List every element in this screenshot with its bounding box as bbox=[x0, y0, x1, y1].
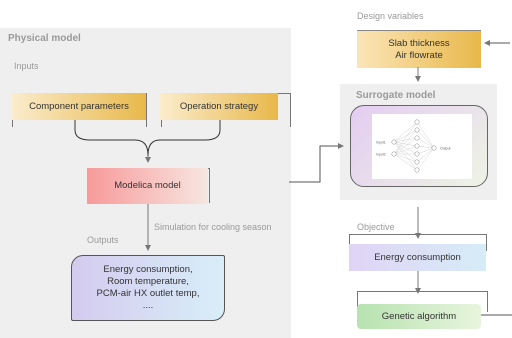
component-parameters-label: Component parameters bbox=[29, 100, 129, 112]
genetic-algorithm-bracket bbox=[357, 291, 488, 312]
modelica-model-label: Modelica model bbox=[114, 180, 181, 191]
energy-consumption-box: Energy consumption bbox=[349, 244, 486, 271]
genetic-algorithm-box: Genetic algorithm bbox=[357, 304, 481, 329]
physical-to-surrogate-arrow bbox=[289, 143, 344, 183]
inputs-label: Inputs bbox=[14, 61, 39, 71]
operation-strategy-label: Operation strategy bbox=[179, 100, 259, 112]
output-line-4: .... bbox=[142, 300, 154, 311]
nn-output-label: Output bbox=[440, 147, 451, 151]
modelica-model-box: Modelica model bbox=[87, 168, 208, 204]
outputs-box: Energy consumption, Room temperature, PC… bbox=[71, 255, 225, 321]
nn-hidden-node-1 bbox=[414, 119, 420, 125]
genetic-algorithm-label: Genetic algorithm bbox=[381, 310, 457, 322]
nn-output-node bbox=[431, 145, 437, 151]
strategy-to-modelica-wire bbox=[147, 120, 221, 156]
energy-consumption-label: Energy consumption bbox=[374, 251, 461, 263]
nn-input-node-2 bbox=[391, 151, 397, 157]
component-to-modelica-wire bbox=[74, 120, 149, 162]
nn-hidden-node-3 bbox=[414, 135, 420, 141]
nn-hidden-node-7 bbox=[414, 167, 420, 173]
objective-label: Objective bbox=[357, 222, 395, 232]
operation-strategy-box: Operation strategy bbox=[160, 93, 278, 120]
nn-input-label-2: Input2 bbox=[376, 153, 386, 157]
nn-input-label-1: Input1 bbox=[376, 141, 386, 145]
simulation-note: Simulation for cooling season bbox=[154, 222, 272, 232]
component-parameters-box: Component parameters bbox=[12, 93, 146, 120]
output-line-3: PCM-air HX outlet temp, bbox=[96, 288, 200, 299]
design-var-air-flowrate: Air flowrate bbox=[395, 49, 443, 61]
nn-hidden-node-4 bbox=[414, 143, 420, 149]
output-line-2: Room temperature, bbox=[107, 276, 189, 287]
surrogate-model-title: Surrogate model bbox=[356, 90, 436, 101]
nn-input-node-1 bbox=[391, 139, 397, 145]
physical-model-title: Physical model bbox=[8, 33, 81, 44]
neural-network-diagram: Input1 Input2 Output bbox=[376, 119, 451, 173]
nn-hidden-node-5 bbox=[414, 151, 420, 157]
nn-hidden-node-2 bbox=[414, 127, 420, 133]
design-var-slab-thickness: Slab thickness bbox=[388, 37, 450, 49]
design-variables-label: Design variables bbox=[357, 11, 424, 21]
nn-hidden-node-6 bbox=[414, 159, 420, 165]
output-line-1: Energy consumption, bbox=[103, 264, 193, 275]
design-variables-box: Slab thickness Air flowrate bbox=[357, 30, 481, 68]
outputs-label: Outputs bbox=[87, 235, 119, 245]
